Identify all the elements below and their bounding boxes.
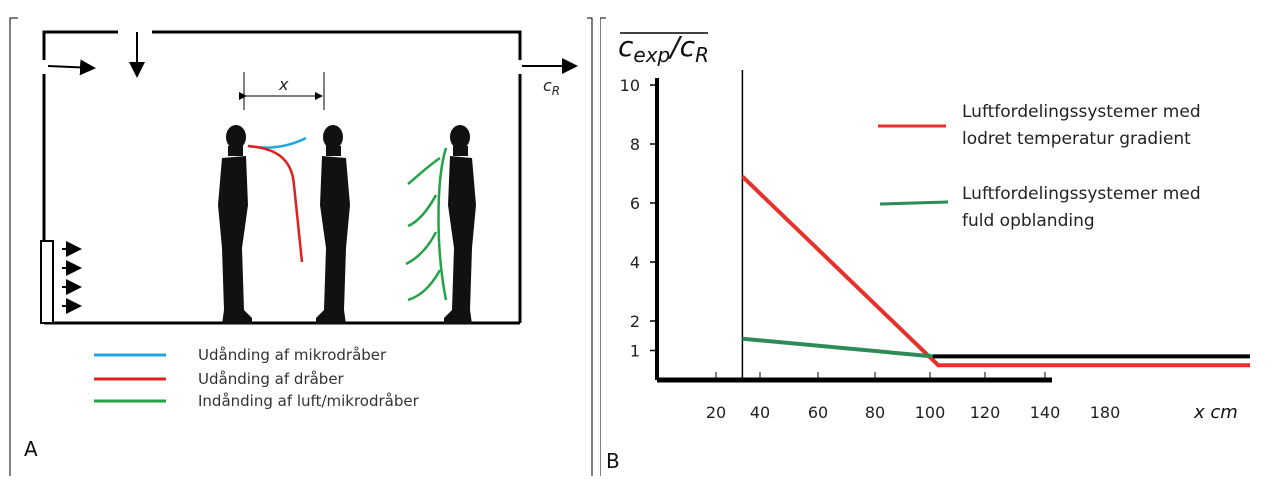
diffuser-arrows (62, 241, 82, 314)
distance-label: x (278, 75, 289, 94)
legend-label-mixing-2: fuld opblanding (962, 211, 1095, 231)
room-diagram: cR x Udåndin (9, 17, 593, 476)
panel-b-border (599, 17, 606, 476)
x-tick-label: 60 (808, 403, 828, 422)
y-tick-label: 8 (630, 135, 640, 154)
legend-label-gradient-1: Luftfordelingssystemer med (962, 102, 1201, 122)
panel-b-letter: B (606, 449, 620, 473)
droplet-path (247, 144, 304, 263)
y-axis-label: cexp/cR (618, 30, 709, 67)
y-tick-label: 1 (630, 342, 640, 361)
legend-label-droplet: Udånding af dråber (198, 370, 345, 388)
panel-a-border (9, 17, 593, 476)
person-right (444, 125, 476, 324)
panel-b: cexp/cR 1 2 4 6 8 10 20 40 60 80 100 120 140 180 x c… (599, 0, 1284, 476)
x-tick-label: 140 (1030, 403, 1061, 422)
person-middle (316, 125, 350, 324)
legend-label-micro: Udånding af mikrodråber (198, 346, 387, 364)
concentration-chart: cexp/cR 1 2 4 6 8 10 20 40 60 80 100 120 140 180 x c… (599, 17, 1250, 476)
y-ticks: 1 2 4 6 8 10 (620, 76, 657, 361)
y-tick-label: 2 (630, 312, 640, 331)
room-outline (42, 30, 522, 325)
x-axis-label: x cm (1193, 402, 1238, 423)
panel-a: cR x Udåndin (0, 0, 600, 476)
panel-a-legend: Udånding af mikrodråber Udånding af dråb… (94, 346, 420, 410)
y-tick-label: 10 (620, 76, 640, 95)
floor-diffuser (40, 240, 54, 324)
outlet-label: cR (543, 76, 560, 98)
series-line-0 (741, 175, 1250, 368)
x-tick-label: 80 (865, 403, 885, 422)
x-tick-label: 180 (1090, 403, 1121, 422)
x-ticks: 20 40 60 80 100 120 140 180 (706, 372, 1120, 422)
person-left (218, 125, 252, 324)
inlet-arrow (47, 59, 96, 76)
x-tick-label: 20 (706, 403, 726, 422)
legend-swatch-mixing (879, 200, 949, 206)
y-tick-label: 4 (630, 253, 640, 272)
x-tick-label: 120 (970, 403, 1001, 422)
y-tick-label: 6 (630, 194, 640, 213)
panel-b-legend: Luftfordelingssystemer med lodret temper… (878, 102, 1201, 231)
legend-label-mixing-1: Luftfordelingssystemer med (962, 184, 1201, 204)
legend-label-gradient-2: lodret temperatur gradient (962, 129, 1191, 149)
legend-label-inhale: Indånding af luft/mikrodråber (198, 392, 420, 410)
panel-a-letter: A (24, 437, 38, 461)
inhalation-streams (405, 147, 448, 302)
series-line-1 (742, 336, 933, 359)
x-tick-label: 100 (915, 403, 946, 422)
series-layer (741, 175, 1250, 368)
x-tick-label: 40 (750, 403, 770, 422)
distance-marker (239, 72, 325, 110)
